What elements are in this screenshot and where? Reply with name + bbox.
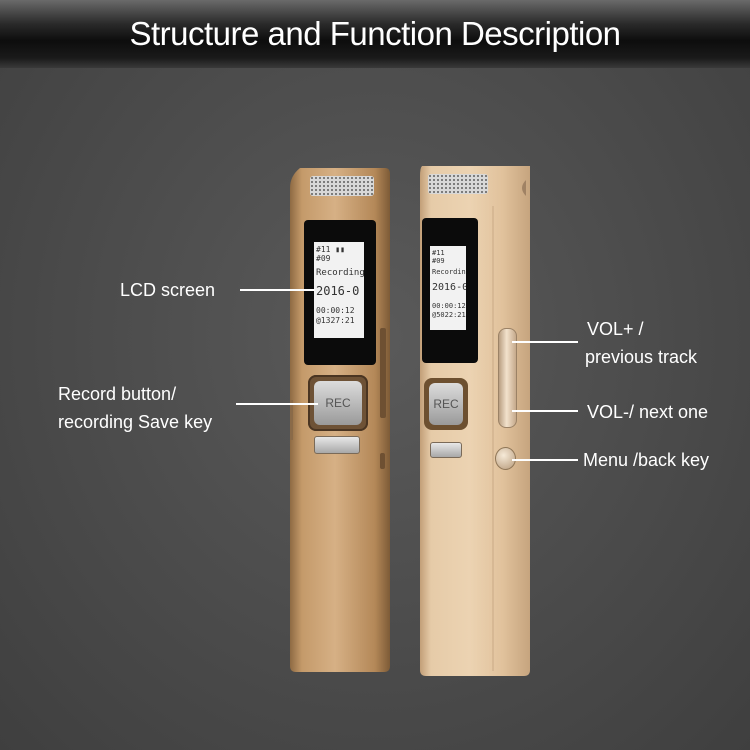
lcd-line: @5022:21 xyxy=(432,311,466,319)
label-vol-plus-2: previous track xyxy=(585,347,698,367)
lcd-line: Recording xyxy=(432,268,466,276)
leader-line-menu xyxy=(512,459,578,461)
leader-line-vol-minus xyxy=(512,410,578,412)
microphone-grille xyxy=(428,174,488,194)
microphone-grille xyxy=(310,176,374,196)
label-record-button-1: Record button/ xyxy=(58,384,177,404)
lcd-line: #09 xyxy=(316,254,331,263)
rec-label: REC xyxy=(433,397,459,411)
lcd-line: 00:00:12 xyxy=(432,302,466,310)
lcd-screen: #11 #09 Recording 2016-0 00:00:12 @5022:… xyxy=(422,218,478,363)
lcd-line: #09 xyxy=(432,257,445,265)
lcd-screen: #11 ▮▮ #09 Recording 2016-0 00:00:12 @13… xyxy=(304,220,376,365)
lcd-line: 2016-0 xyxy=(316,284,360,298)
lcd-display: #11 #09 Recording 2016-0 00:00:12 @5022:… xyxy=(430,246,466,330)
recorder-side-view: #11 #09 Recording 2016-0 00:00:12 @5022:… xyxy=(418,166,530,676)
lcd-line: 00:00:12 xyxy=(316,306,355,315)
label-vol-plus-1: VOL+ / xyxy=(587,319,644,339)
play-pause-button[interactable] xyxy=(314,436,360,454)
leader-line-record xyxy=(236,403,318,405)
lcd-line: #11 ▮▮ xyxy=(316,245,345,254)
label-vol-minus: VOL-/ next one xyxy=(587,402,709,422)
label-menu-back: Menu /back key xyxy=(583,450,710,470)
label-record-button-2: recording Save key xyxy=(58,412,213,432)
page-title: Structure and Function Description xyxy=(129,15,621,52)
header-banner: Structure and Function Description xyxy=(0,0,750,68)
leader-line-vol-plus xyxy=(512,341,578,343)
lcd-line: Recording xyxy=(316,268,364,278)
rec-label: REC xyxy=(325,396,351,410)
recorder-front-view: #11 ▮▮ #09 Recording 2016-0 00:00:12 @13… xyxy=(290,168,390,672)
record-button[interactable]: REC xyxy=(314,381,362,425)
volume-rocker[interactable] xyxy=(498,328,517,428)
record-button[interactable]: REC xyxy=(429,383,463,425)
lcd-line: #11 xyxy=(432,249,445,257)
label-lcd-screen: LCD screen xyxy=(120,280,216,300)
menu-button[interactable] xyxy=(495,447,516,470)
lcd-line: @1327:21 xyxy=(316,316,355,325)
leader-line-lcd xyxy=(240,289,315,291)
lcd-display: #11 ▮▮ #09 Recording 2016-0 00:00:12 @13… xyxy=(314,242,364,338)
play-pause-button[interactable] xyxy=(430,442,462,458)
lcd-line: 2016-0 xyxy=(432,282,466,293)
